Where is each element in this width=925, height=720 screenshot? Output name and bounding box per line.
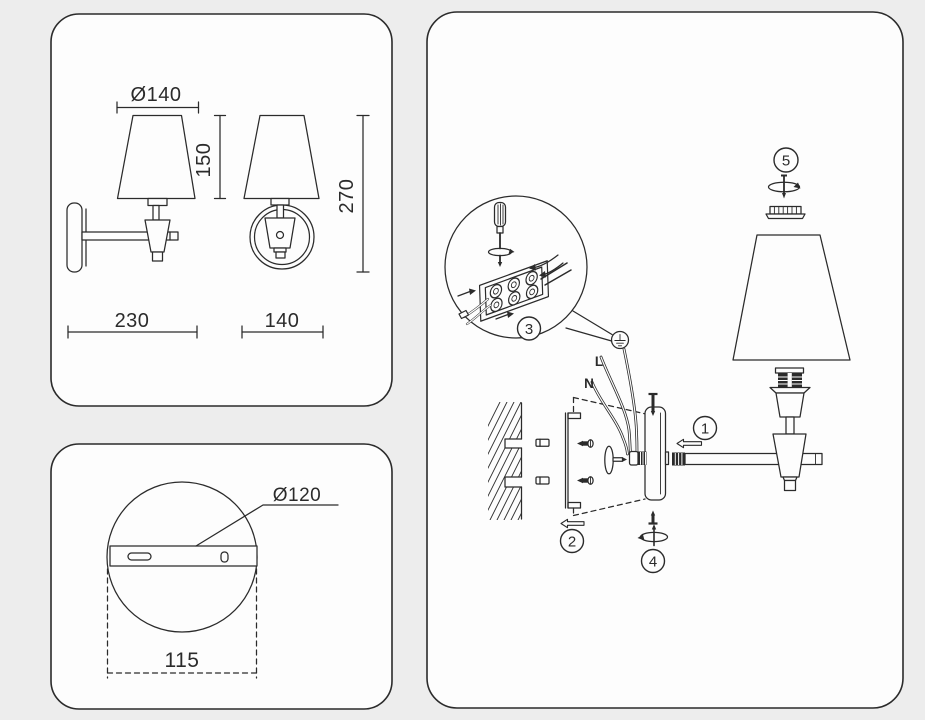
wire-label-live: L bbox=[595, 354, 603, 369]
thumbscrew bbox=[604, 445, 627, 475]
dim-width: 140 bbox=[265, 310, 300, 332]
arm-side bbox=[81, 231, 179, 241]
panel-base-plate-view: Ø120 115 bbox=[50, 443, 393, 710]
step-2-badge bbox=[559, 528, 585, 554]
lamp-assembly bbox=[672, 234, 851, 492]
canopy-screw-bottom bbox=[648, 510, 658, 525]
bracket-screw-top bbox=[577, 439, 594, 448]
svg-text:5: 5 bbox=[782, 152, 790, 169]
step-3-badge bbox=[516, 316, 542, 341]
drill-hole-top bbox=[504, 438, 523, 449]
shade-side bbox=[116, 114, 196, 200]
lamp-arm bbox=[672, 452, 823, 466]
dim-total-height: 270 bbox=[336, 179, 358, 214]
step-1: 1 bbox=[676, 415, 718, 449]
canopy-screw-top bbox=[648, 392, 658, 416]
svg-text:3: 3 bbox=[525, 321, 533, 338]
shade-front bbox=[243, 114, 320, 200]
leader-line bbox=[195, 504, 339, 547]
canopy bbox=[644, 406, 670, 501]
candle-side bbox=[144, 219, 171, 253]
drill-hole-bottom bbox=[504, 476, 523, 488]
supply-wires bbox=[590, 347, 639, 456]
svg-text:4: 4 bbox=[649, 553, 657, 570]
wall-anchor-bottom bbox=[535, 476, 550, 485]
detail-bubble: 3 bbox=[444, 195, 588, 341]
mounting-slot bbox=[127, 552, 152, 561]
dim-hole-spacing: 115 bbox=[165, 649, 200, 672]
step-4-screw bbox=[651, 524, 657, 530]
wall-section bbox=[488, 402, 523, 520]
panel-installation-guide: L N 1 2 bbox=[426, 11, 904, 709]
dim-shade-diameter: Ø140 bbox=[131, 84, 182, 106]
threaded-nipple bbox=[638, 451, 647, 465]
wire-connector bbox=[628, 450, 639, 466]
wall-anchor-top bbox=[535, 438, 550, 447]
wire-label-neutral: N bbox=[584, 376, 594, 391]
screwdriver-icon bbox=[487, 201, 515, 267]
svg-text:2: 2 bbox=[568, 533, 576, 550]
lamp-shade bbox=[732, 234, 851, 361]
mounting-hole bbox=[220, 551, 229, 563]
step-4-badge bbox=[640, 548, 666, 574]
switch-button bbox=[275, 230, 285, 240]
projection-lines bbox=[572, 396, 647, 517]
step-2-arrow bbox=[560, 518, 585, 529]
shade-ring-nut bbox=[765, 205, 806, 220]
panel-frame bbox=[50, 13, 393, 407]
step-1-arrow bbox=[676, 438, 703, 449]
mounting-bar bbox=[109, 545, 258, 567]
candle-body bbox=[772, 433, 807, 492]
arm-threaded-end bbox=[672, 452, 685, 466]
switch-box-side bbox=[151, 251, 164, 262]
callout-leader bbox=[572, 310, 613, 336]
front-view-drawing bbox=[243, 114, 320, 270]
step-5-badge bbox=[773, 147, 799, 173]
dimension-annotations: Ø140 150 270 230 140 bbox=[67, 84, 370, 339]
dim-shade-height: 150 bbox=[193, 143, 215, 178]
svg-text:1: 1 bbox=[701, 420, 709, 437]
insertion-arrows bbox=[457, 254, 564, 320]
bracket-screw-bottom bbox=[577, 476, 594, 485]
step-1-badge bbox=[692, 415, 718, 441]
dim-plate-diameter: Ø120 bbox=[273, 485, 321, 506]
wall-plate-side bbox=[66, 202, 83, 273]
terminal-block bbox=[478, 260, 550, 322]
dim-depth: 230 bbox=[115, 310, 150, 332]
step-2: 2 bbox=[559, 518, 585, 554]
step-5: 5 bbox=[765, 147, 806, 220]
candle-front bbox=[264, 217, 296, 249]
mounting-bracket bbox=[564, 412, 582, 509]
callout-leader bbox=[565, 327, 613, 342]
lamp-socket bbox=[769, 367, 811, 418]
ground-icon bbox=[610, 330, 630, 350]
panel-dimension-views: Ø140 150 270 230 140 bbox=[50, 13, 393, 407]
step-4: 4 bbox=[637, 524, 669, 574]
side-view-drawing bbox=[66, 114, 196, 273]
lamp-stem bbox=[785, 416, 795, 435]
